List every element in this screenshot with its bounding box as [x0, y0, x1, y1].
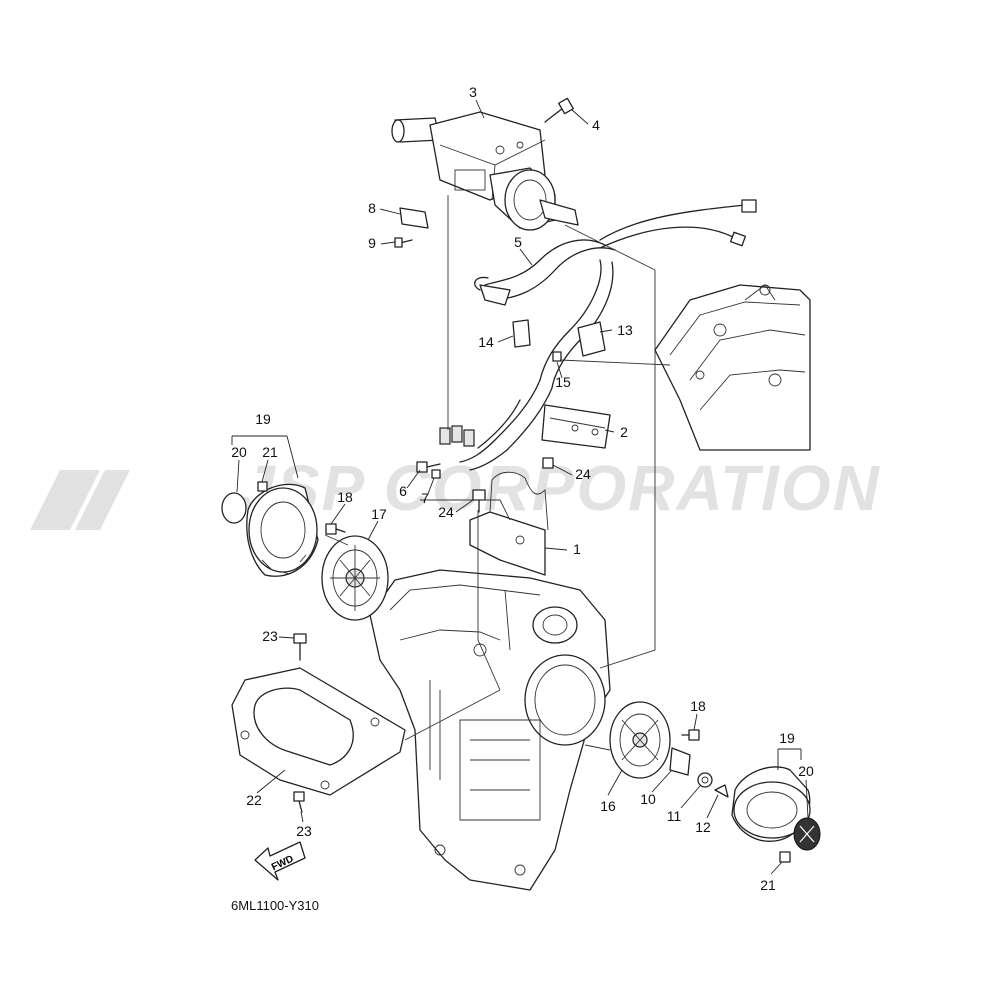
callout-19a: 19 [255, 411, 271, 427]
diagram-code: 6ML1100-Y310 [231, 898, 319, 913]
bolt-4-icon [544, 97, 574, 123]
callout-15: 15 [555, 374, 571, 390]
wiring-harness [439, 199, 757, 471]
callout-20b: 20 [798, 763, 814, 779]
cover-left-19 [246, 483, 319, 577]
plate-8-icon [399, 207, 429, 229]
bracket-2 [541, 404, 611, 449]
clamp-13-icon [577, 321, 606, 357]
callout-23b: 23 [296, 823, 312, 839]
callout-3: 3 [469, 84, 477, 100]
callout-20a: 20 [231, 444, 247, 460]
watermark-text: JSP CORPORATION [239, 452, 881, 524]
screw-23b-icon [293, 791, 305, 813]
screw-18a-icon [325, 523, 346, 535]
watermark: JSP CORPORATION [30, 452, 881, 530]
callout-1: 1 [573, 541, 581, 557]
screw-9-icon [394, 237, 413, 248]
emblem-20a-icon [221, 492, 247, 524]
callout-7: 7 [421, 490, 429, 506]
screw-23a-icon [293, 633, 307, 661]
callout-19b: 19 [779, 730, 795, 746]
leader-lines [231, 99, 809, 875]
harness-connectors [439, 425, 475, 447]
screw-21a-icon [257, 481, 268, 492]
callout-16: 16 [600, 798, 616, 814]
callout-labels: 3 4 8 9 5 13 14 15 2 6 7 24 24 1 19 20 2… [231, 84, 814, 893]
callout-21a: 21 [262, 444, 278, 460]
assembly-lines [324, 195, 671, 751]
lower-case [369, 569, 611, 891]
screw-6-icon [416, 461, 441, 473]
plate-17 [321, 535, 389, 621]
callout-12: 12 [695, 819, 711, 835]
callout-17: 17 [371, 506, 387, 522]
callout-11: 11 [667, 808, 682, 824]
nut-11-icon [697, 772, 713, 788]
callout-14: 14 [478, 334, 494, 350]
callout-24a: 24 [575, 466, 591, 482]
bracket-10-icon [669, 747, 691, 776]
cover-22 [231, 667, 406, 796]
callout-18b: 18 [690, 698, 706, 714]
callout-22: 22 [246, 792, 262, 808]
bracket-1 [469, 471, 549, 576]
cover-right-19 [731, 766, 811, 842]
bolt-15-icon [552, 351, 562, 362]
callout-4: 4 [592, 117, 600, 133]
callout-10: 10 [640, 791, 656, 807]
fwd-arrow-icon: FWD [254, 841, 306, 881]
callout-9: 9 [368, 235, 376, 251]
plate-16 [609, 701, 671, 779]
key-12-icon [714, 784, 729, 798]
callout-23a: 23 [262, 628, 278, 644]
callout-24b: 24 [438, 504, 454, 520]
callout-8: 8 [368, 200, 376, 216]
screw-21b-icon [779, 851, 791, 863]
screw-18b-icon [681, 729, 700, 741]
callout-13: 13 [617, 322, 633, 338]
callout-18a: 18 [337, 489, 353, 505]
callout-5: 5 [514, 234, 522, 250]
engine-block [654, 284, 811, 451]
callout-21b: 21 [760, 877, 776, 893]
watermark-logo-icon [30, 470, 130, 530]
screw-7-icon [431, 469, 441, 479]
callout-2: 2 [620, 424, 628, 440]
clamp-14-icon [512, 319, 531, 348]
callout-6: 6 [399, 483, 407, 499]
emblem-20b-icon [793, 817, 821, 851]
actuator-unit [391, 111, 579, 231]
screw-24a-icon [542, 457, 554, 469]
